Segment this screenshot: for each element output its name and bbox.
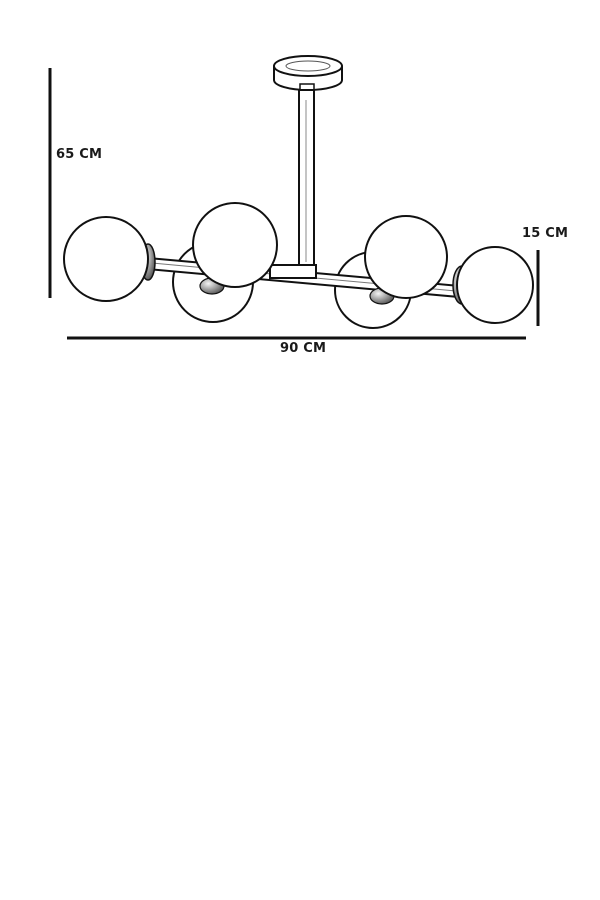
- width-dimension-label: 90 CM: [280, 341, 327, 356]
- globe-front-left: [192, 202, 278, 288]
- globe-dimension-label: 15 CM: [522, 226, 569, 241]
- globe-front-right: [364, 215, 448, 299]
- globe-left: [63, 216, 149, 302]
- arm-center-hub: [269, 264, 317, 279]
- globe-right: [456, 246, 534, 324]
- height-dimension-label: 65 CM: [56, 147, 103, 162]
- ceiling-canopy: [273, 55, 343, 91]
